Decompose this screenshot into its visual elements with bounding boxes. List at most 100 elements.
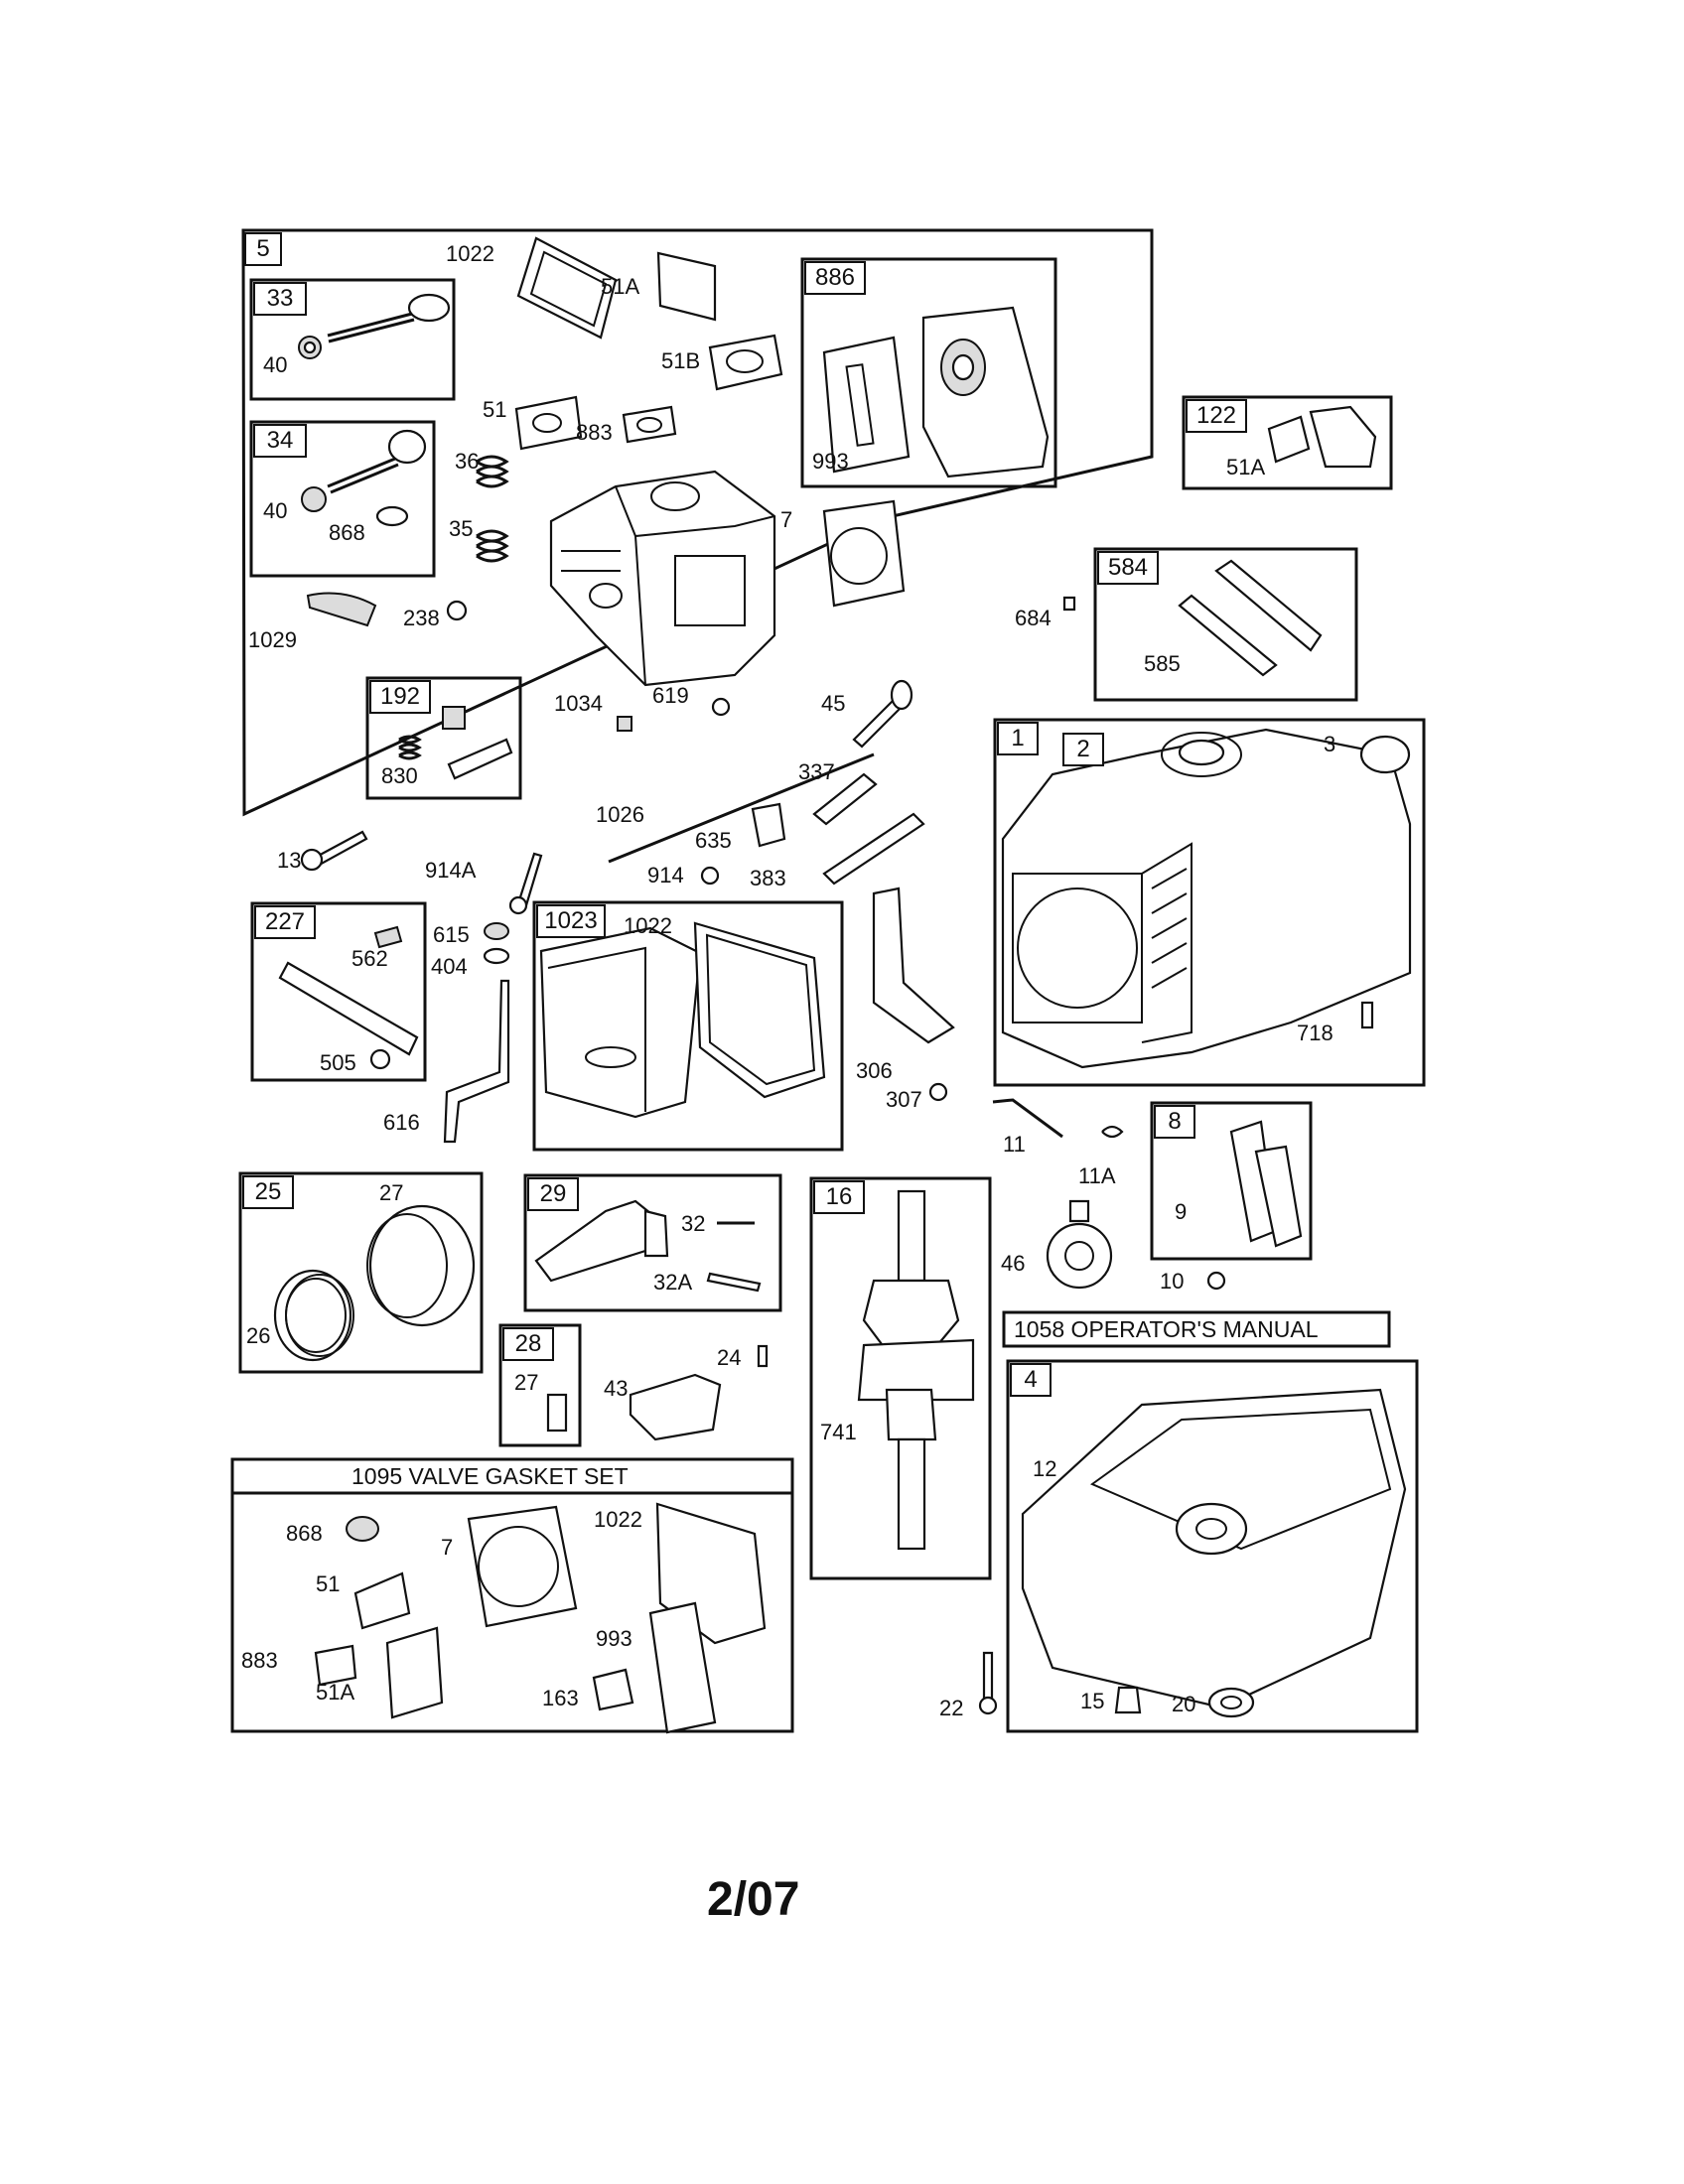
frame-28 (498, 1323, 582, 1447)
gasket-585 (1178, 594, 1278, 677)
gasket-584 (1214, 559, 1323, 652)
part-label: 11A (1078, 1163, 1116, 1188)
part-label: 51 (483, 397, 507, 422)
part-label: 914 (647, 863, 684, 887)
part-label: 616 (383, 1110, 420, 1135)
box-number-25: 25 (242, 1175, 294, 1209)
part-label: 868 (286, 1521, 323, 1546)
link-616 (443, 979, 510, 1144)
part-label: 43 (604, 1376, 629, 1401)
part-label: 741 (820, 1420, 857, 1444)
valve-springs (476, 455, 509, 563)
pin-28 (546, 1393, 568, 1433)
part-label: 1029 (248, 627, 297, 652)
clip-1034 (617, 716, 632, 732)
operators-manual-banner: 1058 OPERATOR'S MANUAL (1014, 1316, 1319, 1342)
screw-619 (711, 697, 731, 717)
part-label: 7 (441, 1535, 454, 1560)
part-label: 51 (316, 1571, 341, 1596)
part-label: 24 (717, 1345, 742, 1370)
elbow-635 (751, 802, 786, 848)
frame-584 (1093, 547, 1358, 702)
box-number-1023: 1023 (536, 904, 606, 938)
gasket-993 (822, 336, 911, 474)
part-label: 505 (320, 1050, 356, 1075)
box-number-34: 34 (253, 424, 307, 458)
part-label: 22 (939, 1696, 964, 1720)
part-label: 383 (750, 866, 786, 890)
gasket-886 (921, 306, 1050, 478)
part-label: 36 (455, 449, 480, 474)
frame-192 (365, 676, 522, 800)
piston-25 (273, 1204, 476, 1362)
plate-8 (1254, 1145, 1303, 1248)
part-label: 585 (1144, 651, 1181, 676)
plug-15 (1114, 1686, 1142, 1714)
part-label: 51A (601, 274, 640, 299)
part-label: 45 (821, 691, 846, 716)
bracket-306 (872, 887, 955, 1044)
frame-33 (249, 278, 456, 401)
seal-20 (1207, 1687, 1255, 1718)
link-11 (992, 1098, 1063, 1139)
frame-4 (1006, 1359, 1419, 1733)
box-number-4: 4 (1010, 1363, 1052, 1397)
crankshaft-16 (857, 1189, 975, 1551)
intake-valve-part (301, 429, 427, 527)
part-label: 32 (681, 1211, 706, 1236)
part-label: 914A (425, 858, 477, 883)
part-label: 883 (241, 1648, 278, 1673)
frame-122 (1182, 395, 1393, 490)
part-label: 20 (1172, 1692, 1196, 1716)
part-label: 51B (661, 348, 701, 373)
gasket-122-51a (1267, 415, 1311, 464)
box-number-2: 2 (1062, 733, 1104, 766)
frame-1058 (1002, 1310, 1391, 1348)
part-label: 10 (1160, 1269, 1185, 1294)
part-label: 404 (431, 954, 468, 979)
frame-1 (993, 718, 1426, 1087)
part-label: 1034 (554, 691, 603, 716)
part-label: 26 (246, 1323, 271, 1348)
box-number-227: 227 (254, 905, 316, 939)
spacer-883-top (622, 405, 677, 444)
part-label: 51A (1226, 455, 1266, 479)
frame-1023 (532, 900, 844, 1152)
part-label: 306 (856, 1058, 893, 1083)
part-label: 1026 (596, 802, 644, 827)
box-number-192: 192 (369, 680, 431, 714)
washer-404 (483, 947, 510, 965)
part-label: 40 (263, 352, 288, 377)
frame-8 (1150, 1101, 1313, 1261)
screw-307 (928, 1082, 948, 1102)
gasket-51-top (514, 395, 583, 451)
screw-10 (1206, 1271, 1226, 1291)
bolt-562 (373, 925, 403, 949)
part-label: 868 (329, 520, 365, 545)
part-label: 40 (263, 498, 288, 523)
breather-parts (398, 735, 422, 760)
part-label: 993 (596, 1626, 632, 1651)
part-label: 830 (381, 763, 418, 788)
part-label: 32A (653, 1270, 693, 1295)
gasket-51b-top (708, 334, 783, 391)
part-label: 3 (1324, 732, 1336, 756)
part-label: 9 (1175, 1199, 1188, 1224)
crankcase-cover-4 (1021, 1388, 1407, 1709)
part-label: 337 (798, 759, 835, 784)
part-label: 163 (542, 1686, 579, 1710)
part-label: 51A (316, 1680, 355, 1705)
part-label: 619 (652, 683, 689, 708)
part-label: 7 (780, 507, 793, 532)
part-label: 12 (1033, 1456, 1057, 1481)
part-label: 718 (1297, 1021, 1333, 1045)
frame-25 (238, 1171, 484, 1374)
valve-gasket-set-parts (314, 1502, 767, 1734)
part-label: 684 (1015, 606, 1052, 630)
spacer-122 (1309, 405, 1377, 469)
box-number-886: 886 (804, 261, 866, 295)
exhaust-valve-part (298, 293, 451, 359)
part-label: 11 (1003, 1132, 1026, 1157)
